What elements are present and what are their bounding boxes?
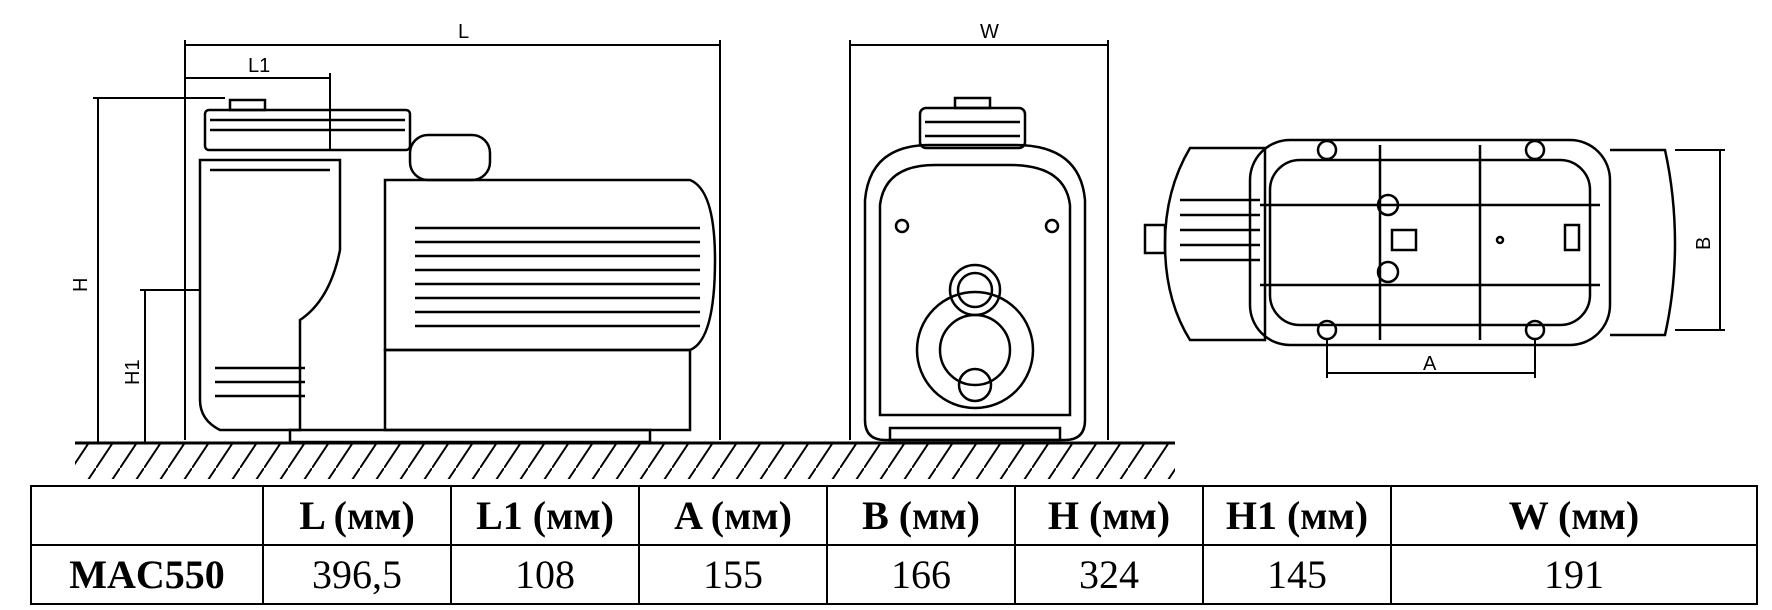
top-view — [1143, 138, 1677, 347]
dim-B — [1675, 149, 1725, 331]
value-B: 166 — [826, 544, 1016, 605]
ground-base — [75, 441, 1175, 479]
value-L: 396,5 — [262, 544, 452, 605]
value-H: 324 — [1014, 544, 1204, 605]
dim-label-B: B — [1693, 237, 1715, 250]
dim-L — [184, 40, 721, 440]
pump-dimension-drawing: L L1 H H1 W — [70, 21, 1725, 479]
dim-label-H1: H1 — [122, 359, 144, 385]
value-H1: 145 — [1202, 544, 1392, 605]
header-B: B (мм) — [826, 485, 1016, 546]
dim-label-L: L — [458, 21, 469, 43]
header-H: H (мм) — [1014, 485, 1204, 546]
header-W: W (мм) — [1390, 485, 1758, 546]
dim-label-H: H — [70, 278, 92, 292]
dim-label-A: A — [1423, 353, 1437, 375]
value-W: 191 — [1390, 544, 1758, 605]
dim-H1 — [140, 289, 200, 443]
dim-L1 — [185, 73, 331, 150]
side-view — [198, 98, 717, 444]
value-L1: 108 — [450, 544, 640, 605]
header-A: A (мм) — [638, 485, 828, 546]
model-cell: MAC550 — [30, 544, 264, 605]
table-header-row: L (мм) L1 (мм) A (мм) B (мм) H (мм) H1 (… — [30, 485, 1758, 546]
header-H1: H1 (мм) — [1202, 485, 1392, 546]
dim-W — [849, 40, 1109, 440]
header-L: L (мм) — [262, 485, 452, 546]
header-L1: L1 (мм) — [450, 485, 640, 546]
header-empty-cell — [30, 485, 264, 546]
dim-label-W: W — [980, 21, 999, 43]
value-A: 155 — [638, 544, 828, 605]
dim-H — [93, 97, 225, 443]
dim-label-L1: L1 — [248, 55, 270, 77]
table-row: MAC550 396,5 108 155 166 324 145 191 — [30, 544, 1758, 605]
spec-table: L (мм) L1 (мм) A (мм) B (мм) H (мм) H1 (… — [30, 485, 1758, 605]
front-view — [863, 96, 1087, 442]
dim-A — [1326, 340, 1536, 378]
